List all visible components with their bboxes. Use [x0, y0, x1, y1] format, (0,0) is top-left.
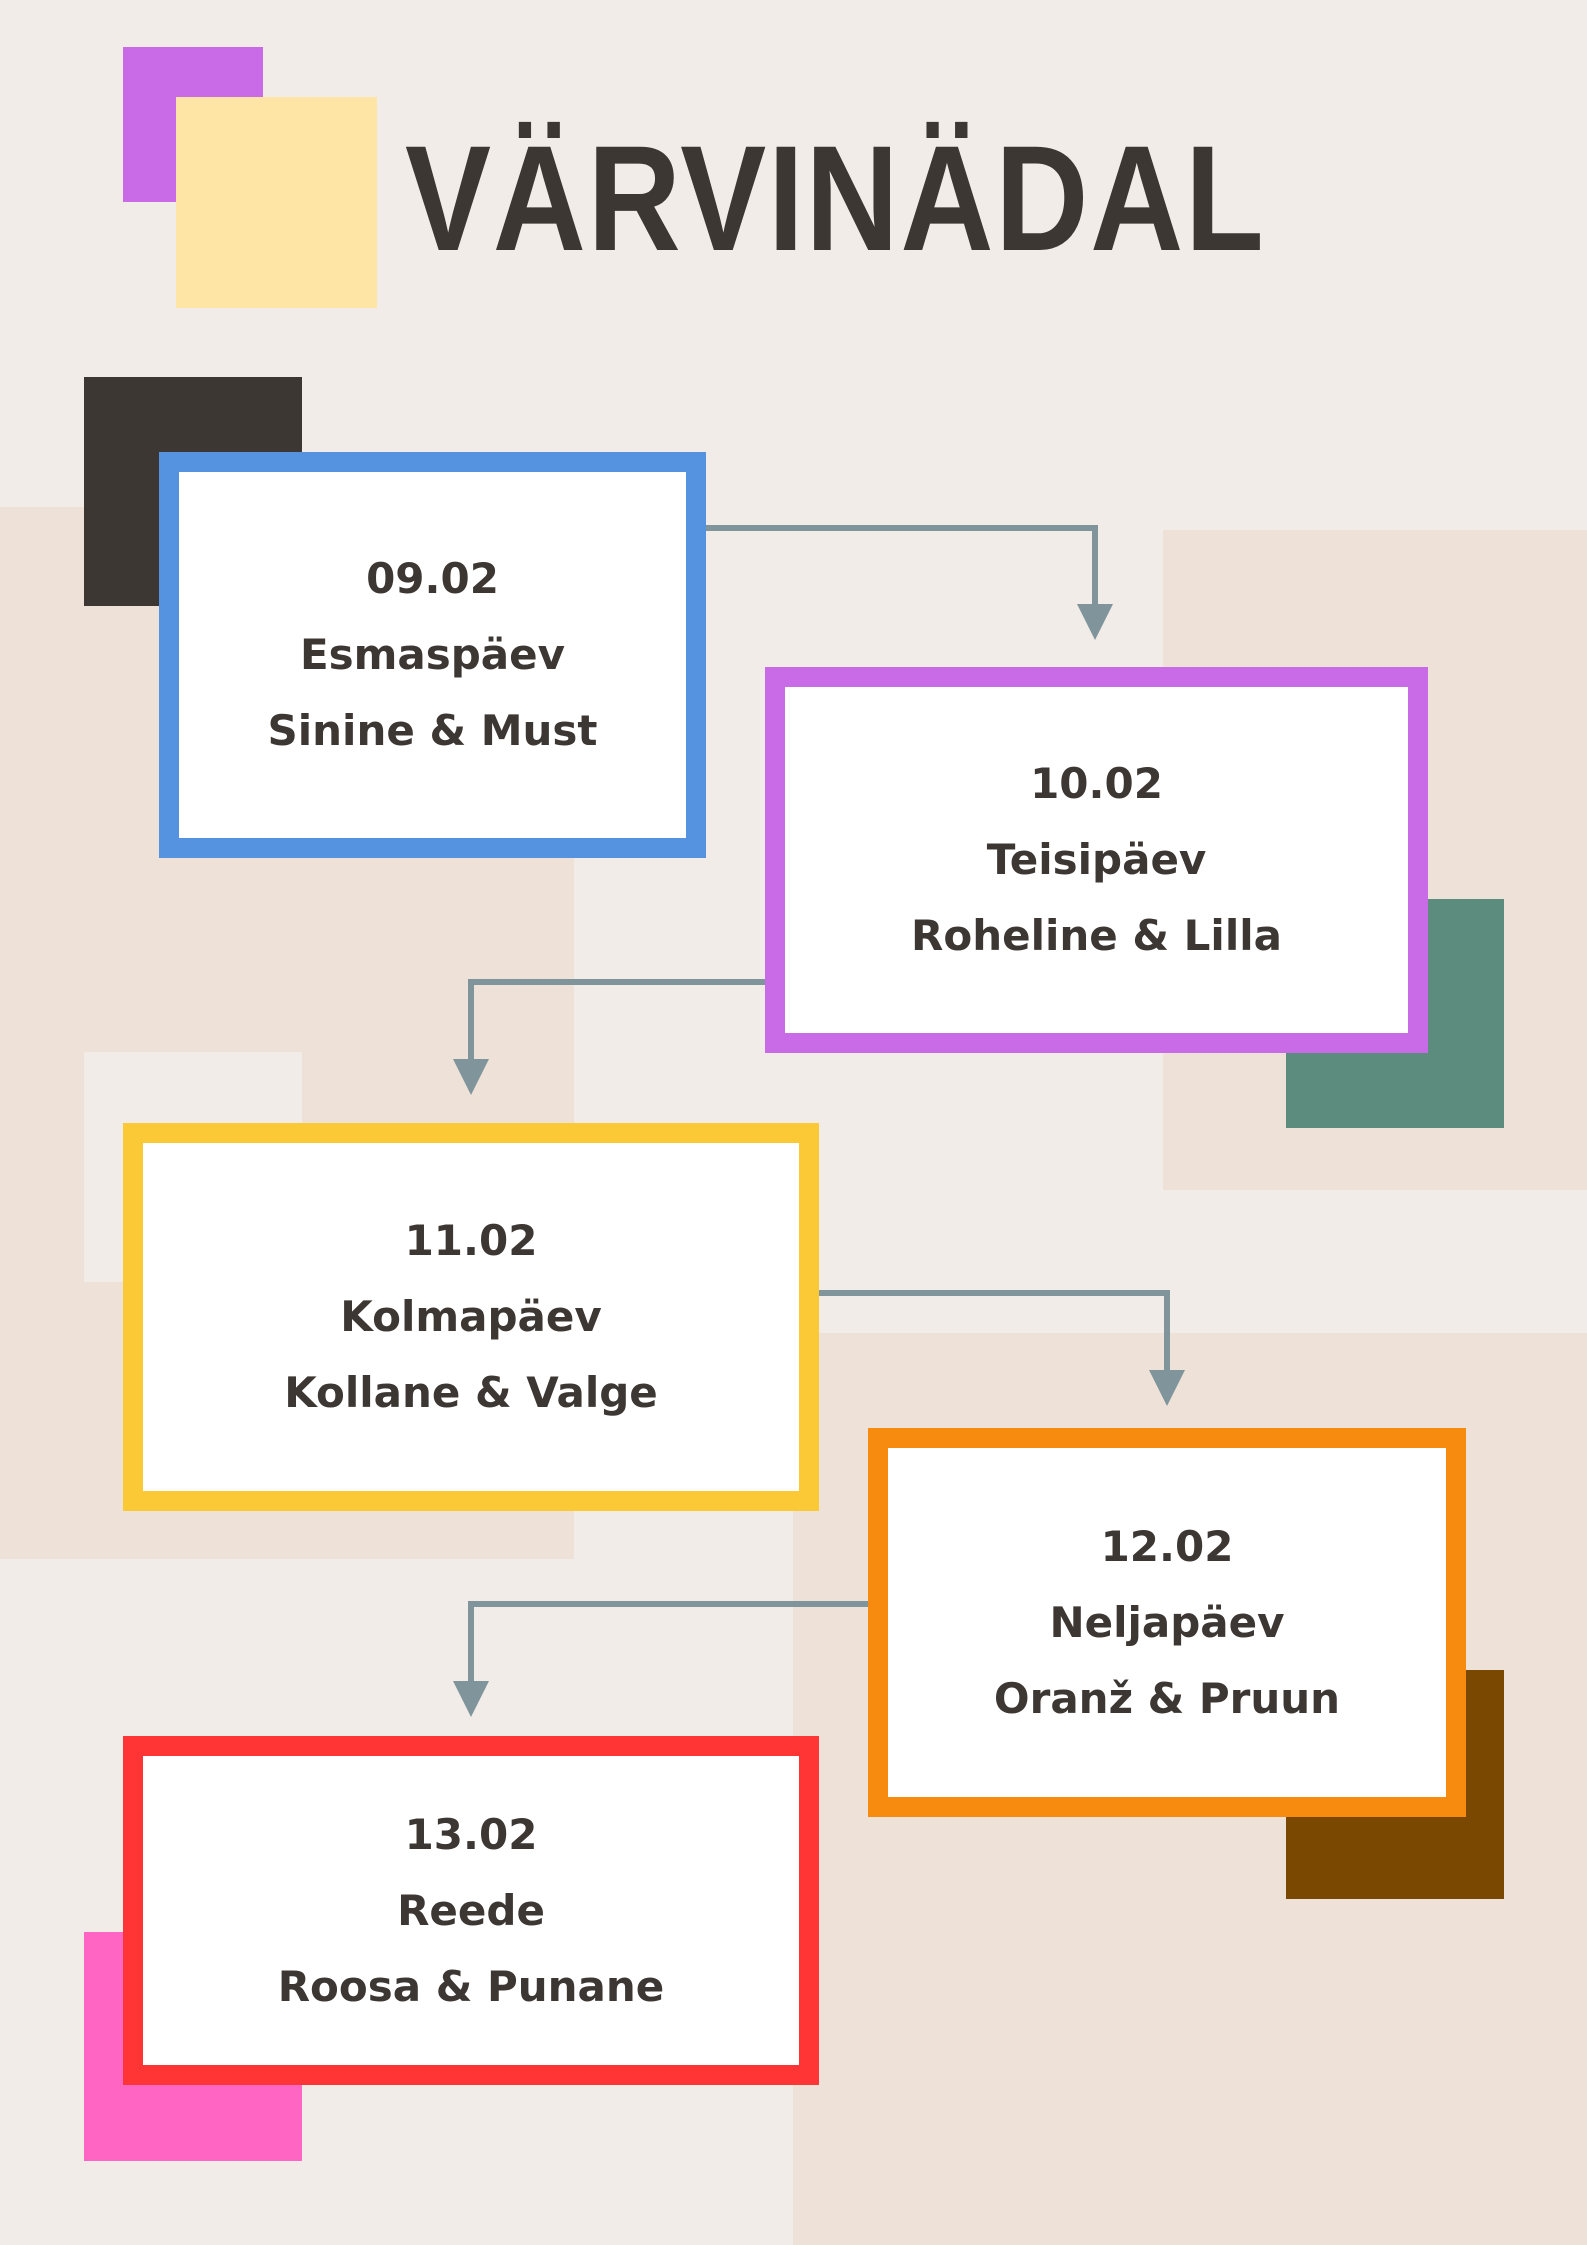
day-card-wednesday: 11.02 Kolmapäev Kollane & Valge: [123, 1123, 819, 1511]
day-name: Teisipäev: [986, 835, 1207, 884]
day-name: Kolmapäev: [340, 1292, 602, 1341]
day-date: 11.02: [404, 1216, 538, 1265]
day-colors: Roosa & Punane: [277, 1961, 665, 2011]
connector-arrow: [453, 979, 765, 1095]
day-colors: Oranž & Pruun: [993, 1673, 1341, 1723]
day-card-tuesday: 10.02 Teisipäev Roheline & Lilla: [765, 667, 1428, 1053]
day-name: Reede: [397, 1885, 545, 1935]
day-card-thursday: 12.02 Neljapäev Oranž & Pruun: [868, 1428, 1466, 1817]
day-date: 13.02: [404, 1809, 538, 1859]
day-colors: Sinine & Must: [267, 706, 598, 755]
day-colors: Roheline & Lilla: [911, 911, 1282, 960]
day-date: 12.02: [1100, 1521, 1234, 1571]
day-date: 09.02: [366, 554, 499, 603]
connector-arrow: [453, 1601, 868, 1717]
day-card-monday: 09.02 Esmaspäev Sinine & Must: [159, 452, 706, 858]
day-name: Esmaspäev: [299, 630, 566, 679]
day-colors: Kollane & Valge: [284, 1368, 658, 1417]
day-card-friday: 13.02 Reede Roosa & Punane: [123, 1736, 819, 2085]
day-date: 10.02: [1030, 759, 1163, 808]
yellow-square: [176, 97, 377, 308]
connector-arrow: [819, 1290, 1185, 1406]
connector-arrow: [706, 525, 1113, 640]
day-name: Neljapäev: [1049, 1597, 1285, 1647]
